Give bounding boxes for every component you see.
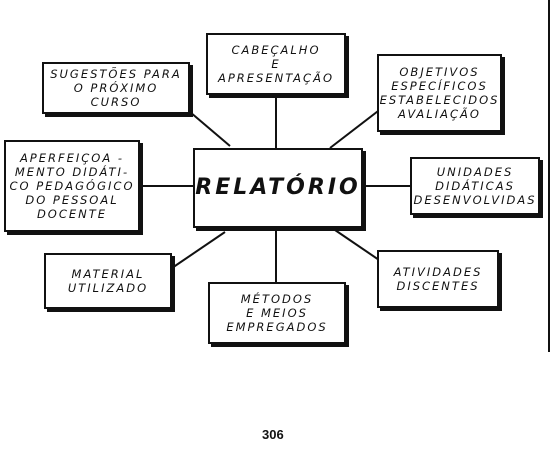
node-sugestoes: SUGESTÕES PARA O PRÓXIMO CURSO: [42, 62, 190, 114]
node-aperfeicoamento-label: APERFEIÇOA - MENTO DIDÁTI- CO PEDAGÓGICO…: [9, 151, 134, 221]
node-material-label: MATERIAL UTILIZADO: [68, 267, 148, 295]
node-atividades-label: ATIVIDADES DISCENTES: [394, 265, 483, 293]
node-metodos: MÉTODOS E MEIOS EMPREGADOS: [208, 282, 346, 344]
connector-atividades: [335, 230, 382, 262]
center-node-relatorio: RELATÓRIO: [193, 148, 363, 228]
node-aperfeicoamento: APERFEIÇOA - MENTO DIDÁTI- CO PEDAGÓGICO…: [4, 140, 140, 232]
page-edge-rule: [548, 0, 550, 352]
node-material: MATERIAL UTILIZADO: [44, 253, 172, 309]
node-unidades: UNIDADES DIDÁTICAS DESENVOLVIDAS: [410, 157, 540, 215]
connector-sugestoes: [190, 112, 230, 146]
node-atividades: ATIVIDADES DISCENTES: [377, 250, 499, 308]
node-metodos-label: MÉTODOS E MEIOS EMPREGADOS: [226, 292, 327, 334]
node-sugestoes-label: SUGESTÕES PARA O PRÓXIMO CURSO: [50, 67, 182, 109]
node-cabecalho: CABEÇALHO E APRESENTAÇÃO: [206, 33, 346, 95]
center-node-label: RELATÓRIO: [195, 175, 360, 201]
node-unidades-label: UNIDADES DIDÁTICAS DESENVOLVIDAS: [413, 165, 536, 207]
node-objetivos: OBJETIVOS ESPECÍFICOS ESTABELECIDOS AVAL…: [377, 54, 502, 132]
node-cabecalho-label: CABEÇALHO E APRESENTAÇÃO: [218, 43, 334, 85]
node-objetivos-label: OBJETIVOS ESPECÍFICOS ESTABELECIDOS AVAL…: [380, 65, 500, 121]
page-number: 306: [262, 427, 284, 442]
connector-material: [172, 232, 225, 268]
connector-objetivos: [330, 108, 382, 148]
